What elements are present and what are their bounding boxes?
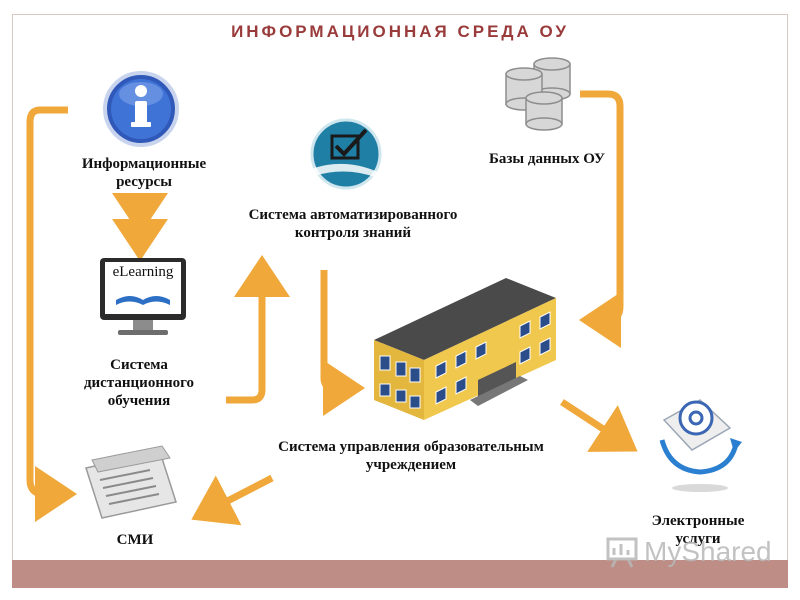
arrow-distance-to-control [226,255,290,404]
arrow-control-to-management [320,270,365,416]
diagram-title: ИНФОРМАЦИОННАЯ СРЕДА ОУ [231,22,569,41]
label-knowledge-control: Система автоматизированного контроля зна… [248,207,458,241]
presentation-logo-icon [606,537,638,568]
arrow-management-to-services [560,399,638,452]
label-info-resources: Информационные ресурсы [81,156,207,190]
label-management: Система управления образовательным учреж… [278,439,544,473]
arrow-info-to-media [26,106,77,522]
label-databases: Базы данных ОУ [488,151,606,167]
footer-bar [12,560,788,588]
arrow-management-to-media [191,474,274,526]
label-distance-learning: Система дистанционного обучения [83,357,195,409]
label-e-services: Электронные услуги [651,513,745,547]
watermark-text: MyShared [644,536,772,567]
elearning-screen-text: eLearning [112,264,174,280]
arrow-databases-to-management [579,90,624,348]
label-media: СМИ [116,532,154,548]
myshared-watermark: MyShared [606,532,772,572]
